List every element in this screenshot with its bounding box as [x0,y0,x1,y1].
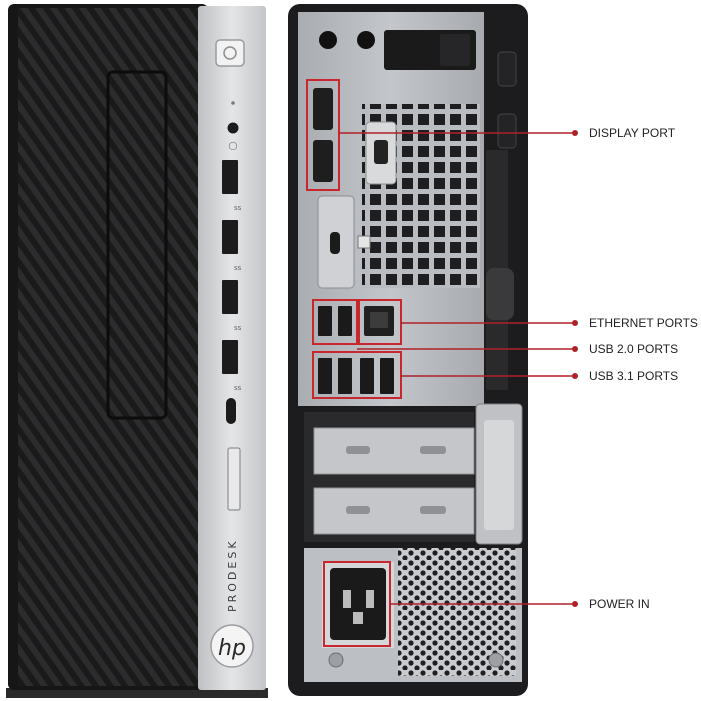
callout-label-ethernet: ETHERNET PORTS [589,316,698,330]
power-button [215,39,245,67]
rear-view [288,4,528,696]
callout-label-usb-2: USB 2.0 PORTS [589,342,678,356]
svg-text:◯: ◯ [229,141,238,150]
psu-screw-1 [328,652,344,668]
svg-text:ss: ss [234,384,242,392]
callout-lines [339,130,578,607]
highlight-usb-2 [312,299,358,345]
rear-audio-jack-2 [357,31,375,49]
hdd-led [231,101,235,105]
displayport-2 [313,140,333,182]
expansion-slot-cover-2 [313,487,475,535]
svg-text:ss: ss [234,324,242,332]
front-view: ◯ ss ss ss ss PRODESK hp [6,4,268,698]
front-usb-c-port [226,398,236,424]
front-grille [18,8,204,686]
callout-label-display-port: DISPLAY PORT [589,126,676,140]
audio-jack [227,122,239,134]
power-inlet [330,568,386,640]
optical-drive-bay [106,70,168,420]
card-reader-slot [227,447,241,511]
padlock-loop [497,51,517,87]
svg-text:ss: ss [234,204,242,212]
displayport-1 [313,88,333,130]
hp-logo-text: hp [218,636,246,661]
expansion-slot-cover-1 [313,427,475,475]
front-usb-ports: ss ss ss ss [222,160,242,392]
prodesk-wordmark: PRODESK [226,538,239,612]
svg-text:ss: ss [234,264,242,272]
rear-audio-jack-1 [319,31,337,49]
highlight-ethernet [358,299,402,345]
callout-labels: DISPLAY PORT ETHERNET PORTS USB 2.0 PORT… [589,126,698,611]
rear-usb-2-ports [318,306,352,336]
highlight-display-port [306,79,340,191]
callout-label-usb-3: USB 3.1 PORTS [589,369,678,383]
highlight-usb-3 [312,351,402,399]
rear-usb-3-ports [318,358,394,394]
hp-logo [210,624,254,668]
front-base [6,688,268,698]
security-lock-slot [486,268,514,320]
psu-screw-2 [488,652,504,668]
callout-label-power-in: POWER IN [589,597,650,611]
